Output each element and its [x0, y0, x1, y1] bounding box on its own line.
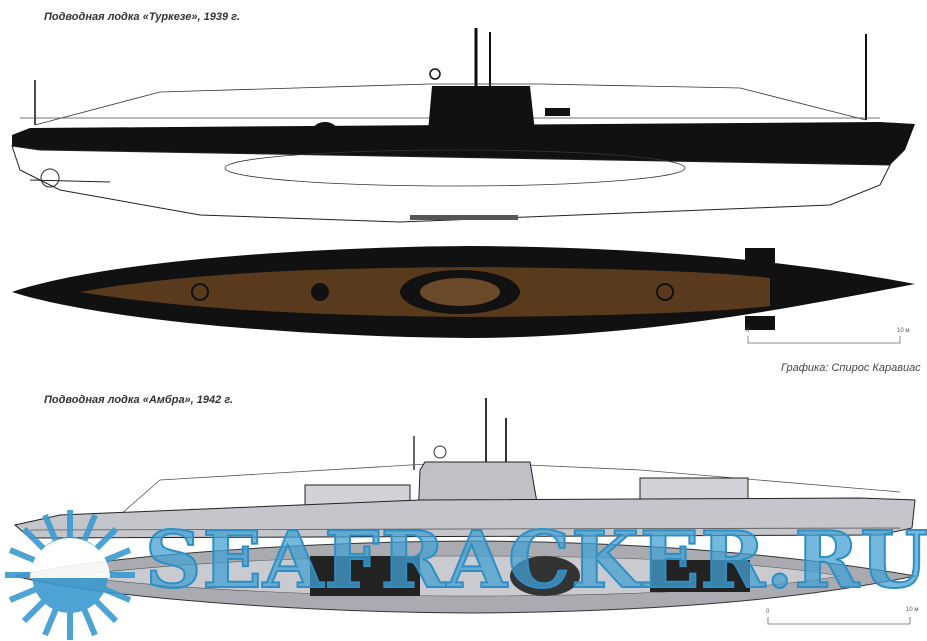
scale2-end: 10 м: [906, 607, 919, 613]
scale1-start: 0: [746, 328, 750, 334]
drawing1-caption: Подводная лодка «Туркезе», 1939 г.: [44, 11, 240, 23]
watermark-text: SEAFRACKER.RU: [144, 515, 927, 606]
turchese-side-view: [11, 28, 915, 223]
ambra-side-view: [13, 398, 916, 539]
graphics-credit: Графика: Спирос Каравиас: [781, 362, 921, 374]
drawing2-caption: Подводная лодка «Амбра», 1942 г.: [44, 394, 234, 406]
scale2-start: 0: [766, 609, 770, 615]
scale1-end: 10 м: [897, 328, 910, 334]
turchese-top-view: [12, 246, 915, 338]
scale1-bar: [747, 336, 901, 344]
scale2-bar: [767, 617, 911, 625]
watermark-sun-logo: [5, 510, 135, 640]
ambra-top-view: [14, 540, 916, 614]
